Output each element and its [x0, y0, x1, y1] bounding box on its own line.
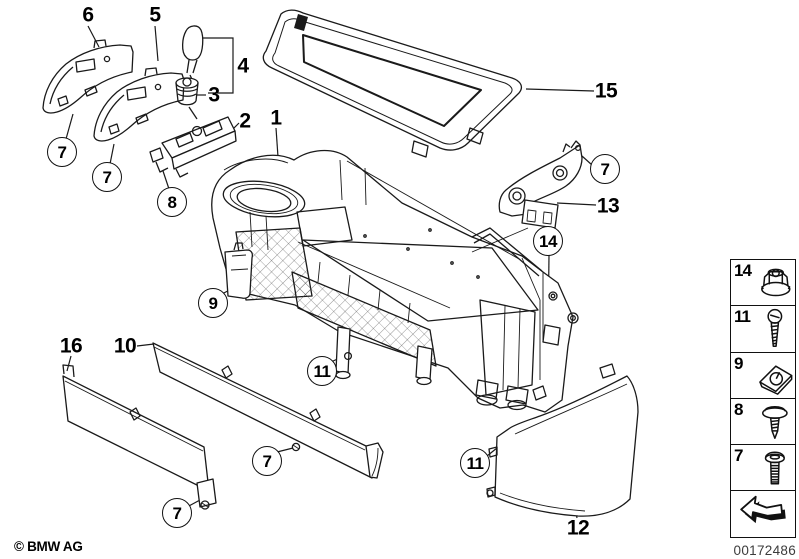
part-drawing-right-trim-bracket — [498, 140, 583, 229]
callout-label-11-rear-panel[interactable]: 11 — [460, 448, 490, 478]
button-head-bolt-icon — [764, 451, 785, 485]
label-7-bracket-right-leader-line — [109, 143, 115, 165]
fastener-number: 9 — [734, 353, 744, 373]
label-15-leader-line — [525, 88, 595, 92]
label-7-strip-long-leader-line — [276, 447, 294, 453]
callout-label-8-switch[interactable]: 8 — [157, 187, 187, 217]
part-drawing-side-panel-long — [152, 342, 384, 479]
callout-label-11-carrier[interactable]: 11 — [307, 356, 337, 386]
label-8-switch-leader-line — [162, 170, 170, 190]
callout-label-1[interactable]: 1 — [270, 106, 282, 130]
part-drawing-left-flap — [224, 242, 253, 299]
callout-label-9-clip[interactable]: 9 — [198, 288, 228, 318]
label-13-leader-line — [556, 202, 597, 206]
label-10-leader-line — [136, 343, 155, 347]
part-drawing-socket-cylinder — [175, 77, 199, 120]
callout-label-13[interactable]: 13 — [596, 194, 620, 218]
direction-arrow-icon — [740, 495, 786, 524]
self-tapping-screw-icon — [767, 309, 783, 348]
part-drawing-switch-unit — [149, 116, 237, 178]
fastener-legend-table: 14 11 9 8 7 — [730, 259, 796, 538]
fastener-row-8[interactable]: 8 — [731, 399, 795, 446]
fastener-number: 14 — [734, 261, 752, 280]
copyright-notice: © BMW AG — [14, 539, 83, 554]
callout-label-2[interactable]: 2 — [239, 109, 251, 133]
callout-label-7-trim-right[interactable]: 7 — [590, 154, 620, 184]
callout-label-3[interactable]: 3 — [208, 83, 220, 107]
callout-label-15[interactable]: 15 — [594, 79, 618, 103]
fastener-number: 7 — [734, 446, 744, 466]
label-5-leader-line — [154, 25, 159, 62]
callout-label-10[interactable]: 10 — [113, 334, 137, 358]
label-16-leader-line — [66, 355, 72, 372]
part-drawing-rear-panel — [486, 363, 639, 517]
fastener-number: 8 — [734, 399, 744, 419]
fastener-number: 11 — [734, 307, 751, 327]
callout-label-6[interactable]: 6 — [82, 3, 94, 27]
direction-arrow-cell[interactable] — [731, 491, 795, 536]
callout-label-4[interactable]: 4 — [237, 54, 249, 78]
callout-label-7-bracket-right[interactable]: 7 — [92, 162, 122, 192]
part-drawing-bracket-left — [42, 39, 134, 114]
fastener-row-14[interactable]: 14 — [731, 260, 795, 307]
callout-label-7-strip-long[interactable]: 7 — [252, 446, 282, 476]
speed-nut-clip-icon — [759, 365, 793, 395]
callout-label-7-strip-short[interactable]: 7 — [162, 498, 192, 528]
callout-label-14-carrier[interactable]: 14 — [533, 226, 563, 256]
callout-label-16[interactable]: 16 — [59, 334, 83, 358]
part-drawing-console-carrier — [211, 149, 579, 413]
washer-head-rivet-icon — [762, 405, 788, 439]
label-7-bracket-left-leader-line — [65, 113, 74, 140]
fastener-row-7[interactable]: 7 — [731, 445, 795, 492]
callout-label-12[interactable]: 12 — [566, 516, 590, 540]
part-drawing-trim-frame — [262, 9, 523, 158]
label-4-bracket-line — [198, 37, 234, 94]
label-1-leader-line — [275, 127, 279, 158]
callout-label-5[interactable]: 5 — [149, 3, 161, 27]
diagram-number: 00172486 — [733, 543, 796, 558]
part-drawing-side-panel-short — [62, 364, 217, 510]
fastener-row-9[interactable]: 9 — [731, 353, 795, 399]
flanged-hex-nut-icon — [761, 268, 791, 297]
label-11-rear-panel-leader-line — [486, 447, 498, 457]
callout-label-7-bracket-left[interactable]: 7 — [47, 137, 77, 167]
label-6-leader-line — [87, 25, 100, 48]
part-drawing-gear-knob — [181, 25, 204, 87]
fastener-row-11[interactable]: 11 — [731, 306, 795, 353]
